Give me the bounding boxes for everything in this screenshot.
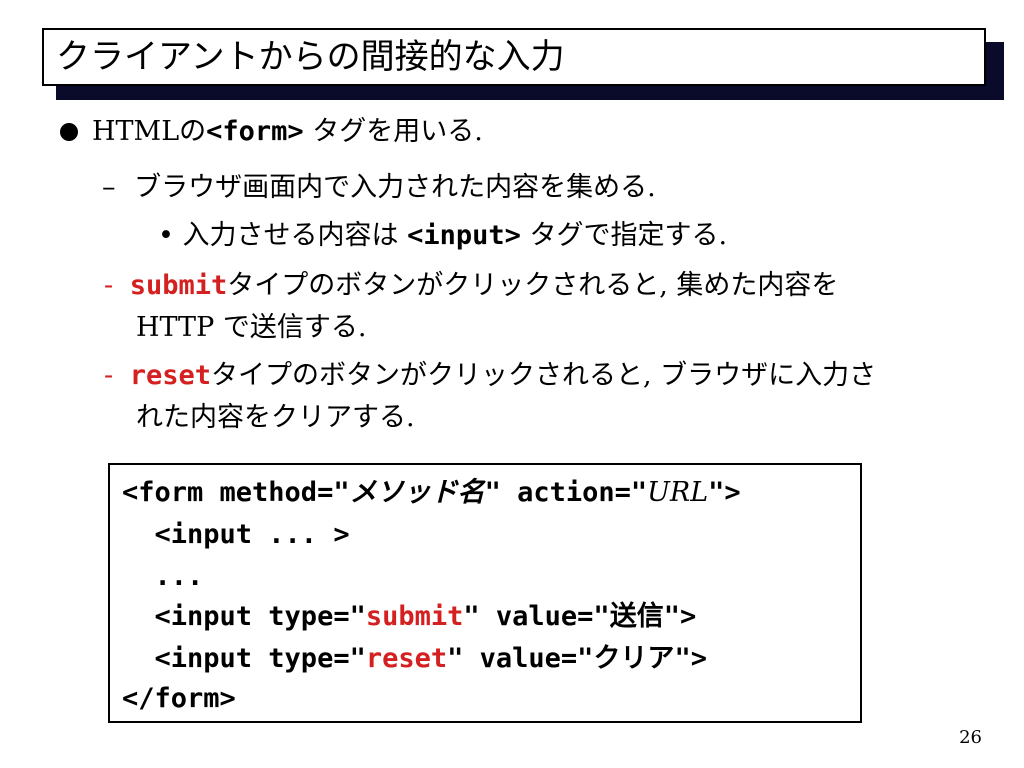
code-line-1: <form method="メソッド名" action="URL"> bbox=[122, 475, 741, 511]
bullet-3-post: タグで指定する. bbox=[529, 220, 728, 251]
code-text: " value=" bbox=[463, 601, 610, 632]
code-method-placeholder: メソッド名 bbox=[349, 477, 485, 508]
code-text: "> bbox=[674, 643, 707, 674]
bullet-5-keyword: reset bbox=[129, 360, 211, 391]
bullet-5-marker: - bbox=[104, 360, 114, 391]
code-url-placeholder: URL bbox=[647, 477, 709, 508]
code-text: " value=" bbox=[447, 643, 594, 674]
bullet-1-pre: HTMLの bbox=[92, 116, 207, 147]
bullet-2: – ブラウザ画面内で入力された内容を集める. bbox=[102, 170, 656, 206]
bullet-4: - submitタイプのボタンがクリックされると, 集めた内容を bbox=[104, 268, 838, 304]
bullet-3: • 入力させる内容は <input> タグで指定する. bbox=[158, 218, 727, 254]
bullet-dot bbox=[60, 123, 78, 141]
code-text: <form method=" bbox=[122, 477, 350, 508]
bullet-2-text: ブラウザ画面内で入力された内容を集める. bbox=[134, 172, 656, 203]
code-line-6: </form> bbox=[122, 683, 236, 714]
bullet-3-marker: • bbox=[158, 220, 174, 251]
code-line-5: <input type="reset" value="クリア"> bbox=[122, 641, 707, 677]
code-text: "> bbox=[708, 477, 741, 508]
code-reset-type: reset bbox=[365, 643, 448, 674]
bullet-1-tag: <form> bbox=[206, 116, 304, 147]
bullet-1-post: タグを用いる. bbox=[312, 116, 483, 147]
bullet-5-continuation: れた内容をクリアする. bbox=[136, 402, 415, 433]
slide-title: クライアントからの間接的な入力 bbox=[56, 37, 565, 77]
bullet-4-continuation: HTTP で送信する. bbox=[136, 312, 367, 343]
code-box: <form method="メソッド名" action="URL"> <inpu… bbox=[108, 463, 862, 723]
code-text: " action=" bbox=[484, 477, 648, 508]
bullet-5-post: タイプのボタンがクリックされると, ブラウザに入力さ bbox=[211, 360, 877, 391]
code-submit-value: 送信 bbox=[609, 601, 664, 632]
bullet-5: - resetタイプのボタンがクリックされると, ブラウザに入力さ bbox=[104, 358, 876, 394]
bullet-4-keyword: submit bbox=[129, 270, 228, 301]
bullet-4-marker: - bbox=[104, 270, 114, 301]
code-line-3: ... bbox=[122, 561, 204, 592]
code-text: "> bbox=[663, 601, 697, 632]
bullet-4-post: タイプのボタンがクリックされると, 集めた内容を bbox=[227, 270, 839, 301]
code-reset-value: クリア bbox=[593, 643, 675, 674]
title-box: クライアントからの間接的な入力 bbox=[42, 28, 986, 86]
bullet-3-pre: 入力させる内容は bbox=[182, 220, 399, 251]
bullet-1: HTMLの<form> タグを用いる. bbox=[92, 114, 483, 150]
code-text: <input type=" bbox=[122, 643, 366, 674]
code-text: <input type=" bbox=[122, 601, 366, 632]
code-line-2: <input ... > bbox=[122, 519, 350, 550]
code-submit-type: submit bbox=[365, 601, 464, 632]
bullet-2-marker: – bbox=[102, 172, 116, 203]
page-number: 26 bbox=[959, 727, 982, 748]
code-line-4: <input type="submit" value="送信"> bbox=[122, 599, 697, 635]
bullet-3-tag: <input> bbox=[407, 220, 521, 251]
